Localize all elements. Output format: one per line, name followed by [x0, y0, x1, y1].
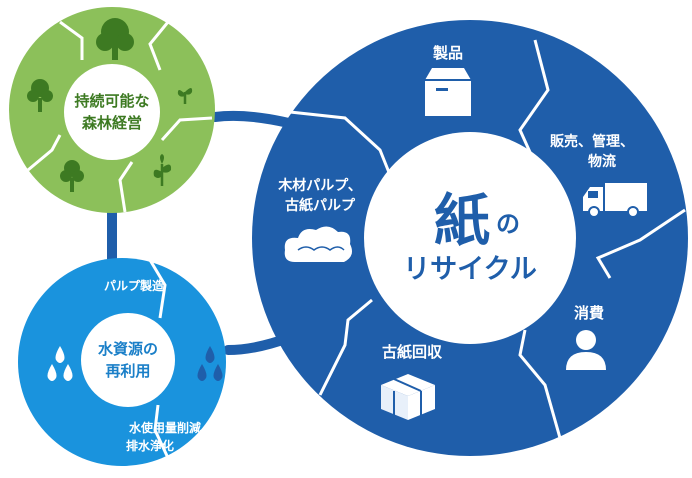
bundle-icon	[381, 374, 435, 420]
segment-divider	[27, 134, 62, 172]
segment-divider	[518, 329, 562, 439]
segment-divider	[160, 116, 213, 142]
segment-pulp-label-line2: 古紙パルプ	[285, 197, 356, 214]
water-segment-reduction-label-line1: 水使用量削減	[129, 420, 201, 435]
water-segment-reduction-label-line2: 排水浄化	[126, 438, 174, 453]
water-drops-icon	[197, 346, 223, 381]
center-title-line2: リサイクル	[403, 254, 537, 285]
segment-products-label: 製品	[432, 44, 463, 62]
pulp-cloud-icon	[284, 226, 352, 262]
truck-icon	[583, 183, 647, 218]
segment-divider	[153, 404, 170, 459]
segment-divider	[289, 110, 394, 181]
water-title-line1: 水資源の	[98, 340, 158, 358]
center-title-big: 紙	[434, 189, 490, 254]
box-icon	[425, 68, 471, 116]
forest-title-line1: 持続可能な	[74, 92, 149, 110]
segment-divider	[318, 298, 373, 396]
segment-divider	[59, 20, 84, 60]
water-title-line2: 再利用	[105, 362, 150, 380]
segment-divider	[118, 161, 134, 213]
forest-cycle: 持続可能な 森林経営	[9, 7, 215, 213]
segment-divider	[595, 208, 686, 279]
segment-divider	[148, 259, 167, 319]
segment-collection-label: 古紙回収	[382, 343, 443, 361]
segment-sales-label-line1: 販売、管理、	[550, 133, 634, 150]
sprout-icon	[177, 88, 193, 104]
segment-pulp-label-line1: 木材パルプ、	[277, 177, 362, 194]
water-cycle: 水資源の 再利用 パルプ製造 水使用量削減 排水浄化	[18, 258, 226, 466]
person-icon	[566, 330, 606, 370]
water-segment-pulp-label: パルプ製造	[104, 278, 165, 293]
water-drops-icon	[47, 346, 73, 381]
center-title-small: の	[496, 210, 520, 238]
paper-recycling-cycle: 紙 の リサイクル 製品 販売、管理、 物流 消費 古紙回収	[252, 20, 688, 456]
tree-icon	[27, 79, 53, 112]
segment-sales-label-line2: 物流	[588, 153, 616, 170]
segment-divider	[148, 21, 170, 71]
large-tree-icon	[96, 18, 134, 60]
water-center-disc	[81, 313, 175, 407]
forest-title-line2: 森林経営	[82, 114, 142, 132]
paper-center-disc	[364, 132, 576, 344]
small-plant-icon	[153, 154, 172, 186]
tree-icon	[60, 160, 84, 192]
segment-consumption-label: 消費	[574, 304, 604, 322]
forest-center-disc	[64, 64, 160, 160]
